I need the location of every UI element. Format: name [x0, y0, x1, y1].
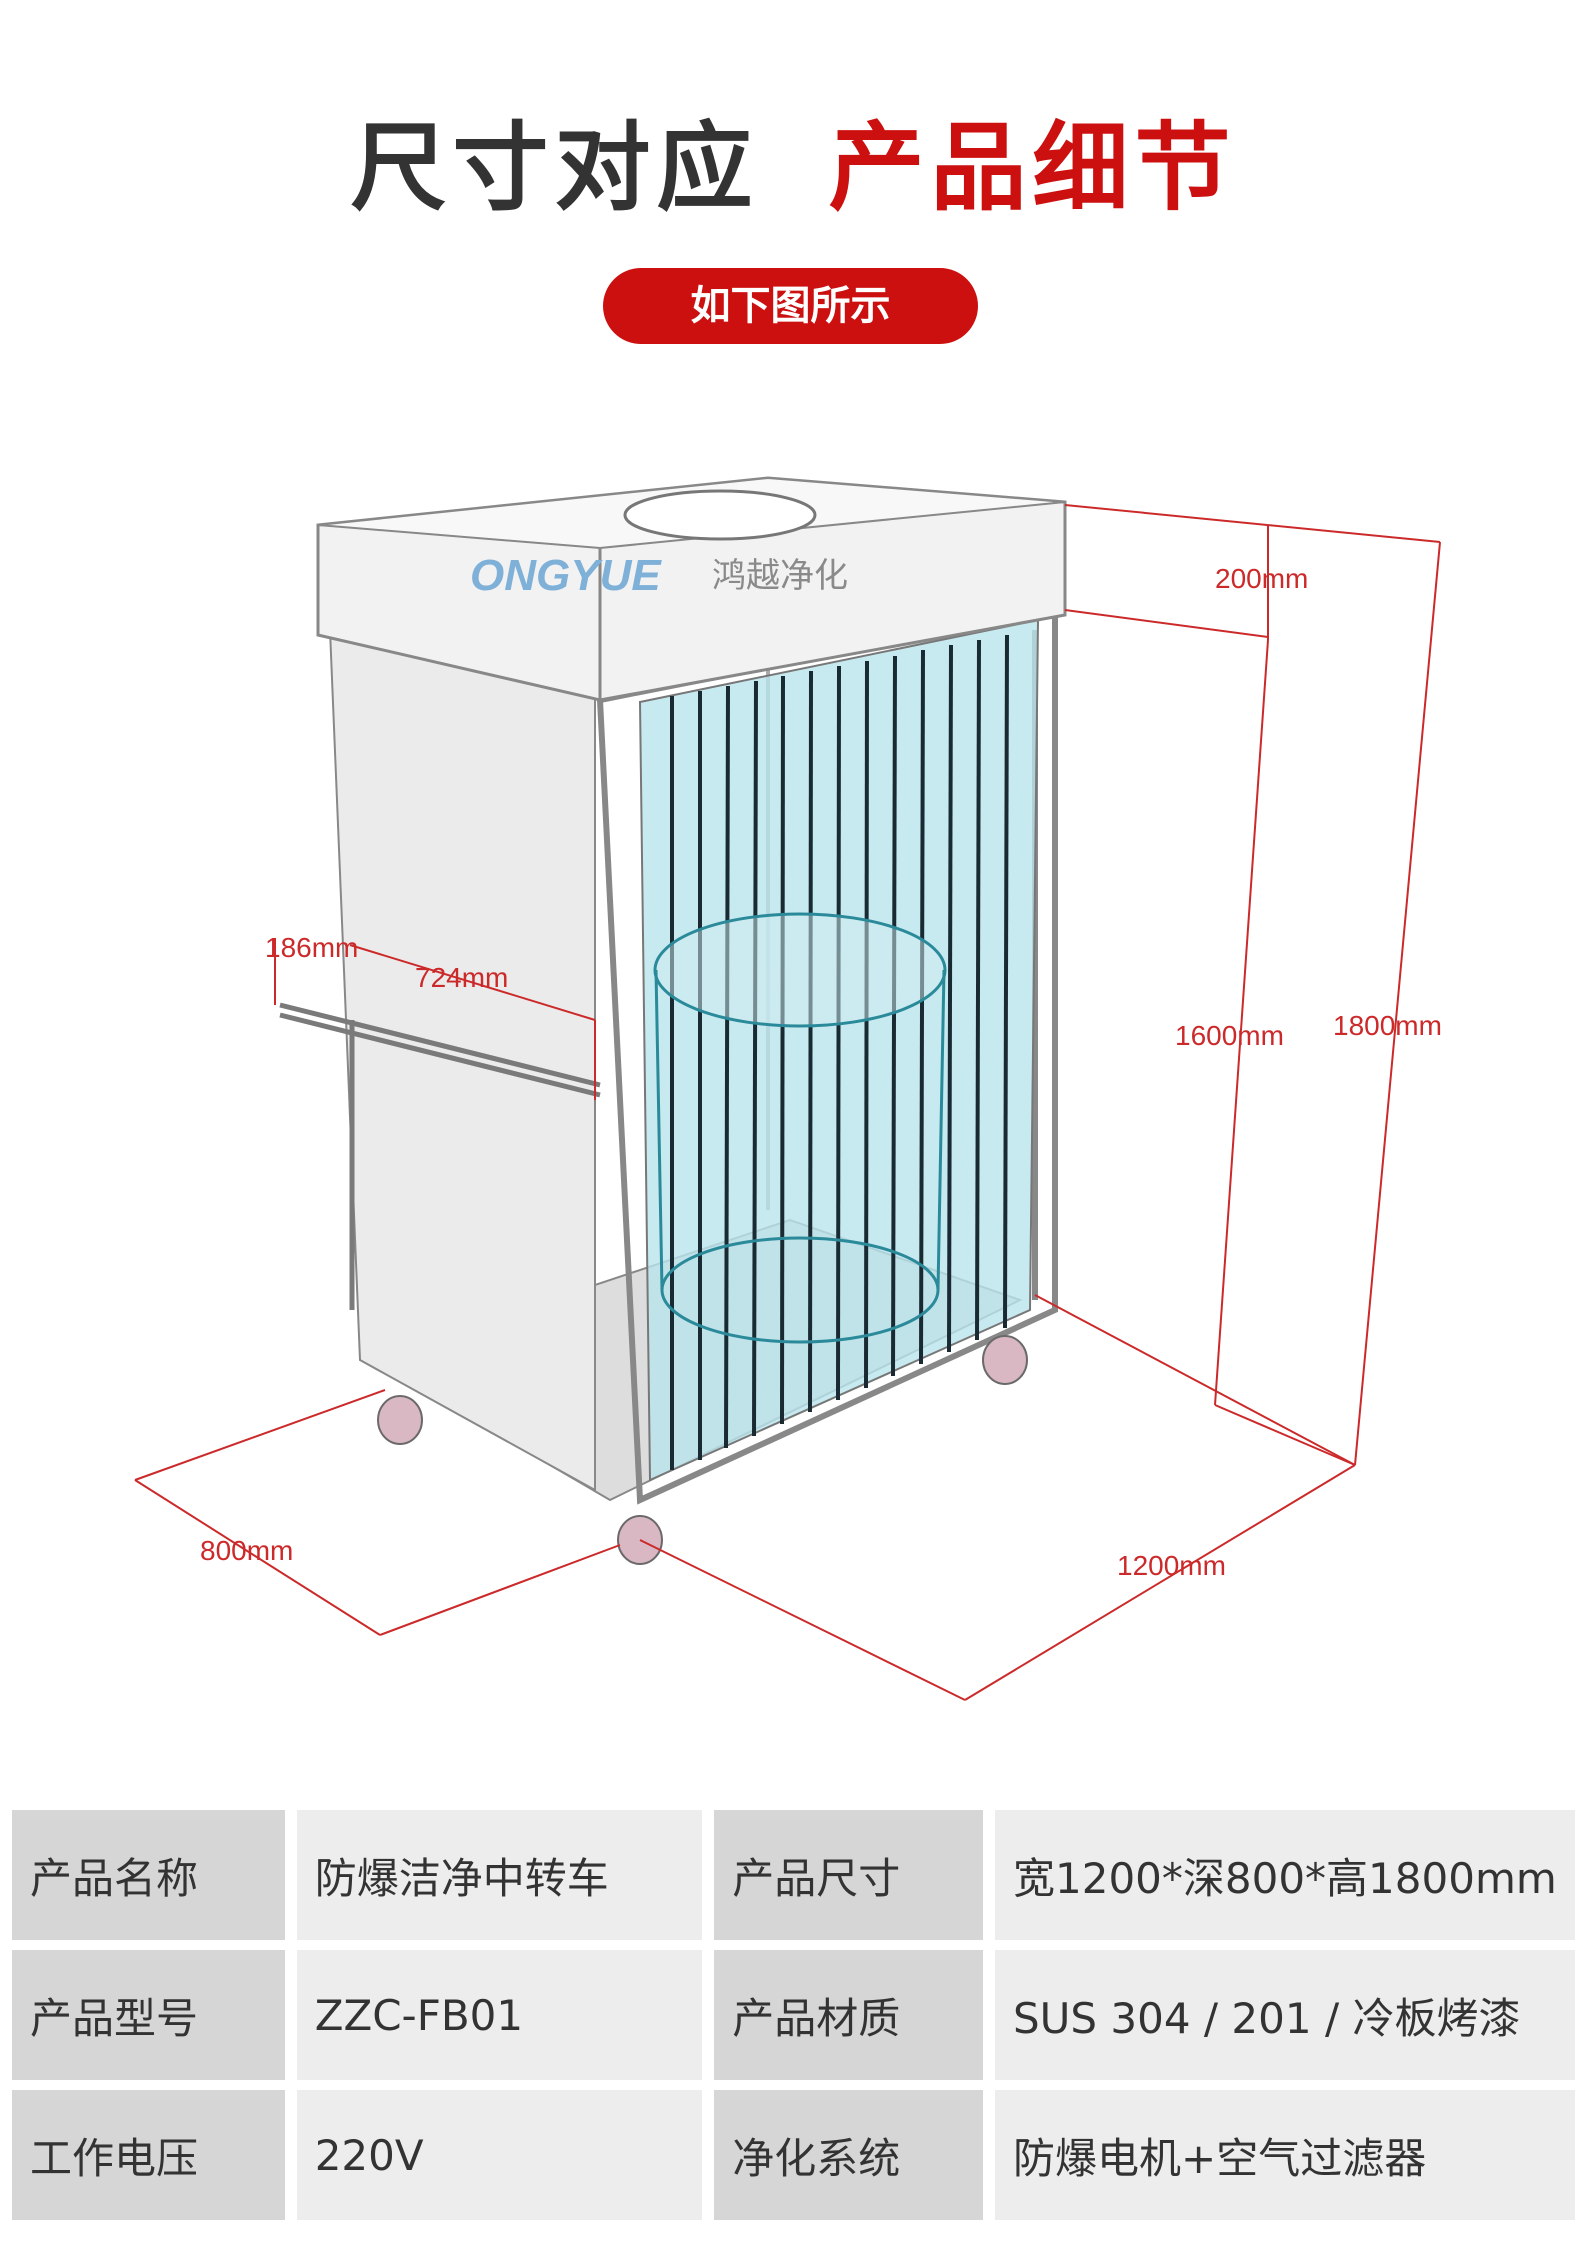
dim-top-height: 200mm — [1215, 563, 1308, 594]
brand-cn: 鸿越净化 — [712, 556, 848, 596]
dim-handle-length: 724mm — [415, 962, 508, 993]
page-heading: 尺寸对应产品细节 — [0, 90, 1587, 229]
spec-value: 防爆电机+空气过滤器 — [995, 2090, 1575, 2220]
table-row: 产品名称 防爆洁净中转车 产品尺寸 宽1200*深800*高1800mm — [12, 1810, 1575, 1940]
spec-value: 220V — [296, 2090, 703, 2220]
caption-pill: 如下图所示 — [603, 268, 978, 344]
spec-label: 产品型号 — [12, 1950, 285, 2080]
table-row: 产品型号 ZZC-FB01 产品材质 SUS 304 / 201 / 冷板烤漆 — [12, 1950, 1575, 2080]
cart-wheels — [377, 1335, 1028, 1565]
spec-value: SUS 304 / 201 / 冷板烤漆 — [995, 1950, 1575, 2080]
spec-value: 防爆洁净中转车 — [296, 1810, 703, 1940]
heading-left: 尺寸对应 — [350, 112, 759, 224]
brand-latin: ONGYUE — [470, 551, 662, 600]
dim-handle-offset: 186mm — [265, 932, 358, 963]
dim-depth: 800mm — [200, 1535, 293, 1566]
spec-label: 净化系统 — [714, 2090, 983, 2220]
spec-label: 产品材质 — [714, 1950, 983, 2080]
dim-inner-height: 1600mm — [1175, 1020, 1284, 1051]
inner-drum — [653, 912, 947, 1344]
top-vent — [623, 489, 817, 541]
spec-label: 工作电压 — [12, 2090, 285, 2220]
dim-width: 1200mm — [1117, 1550, 1226, 1581]
heading-right: 产品细节 — [828, 112, 1237, 224]
dim-total-height: 1800mm — [1333, 1010, 1442, 1041]
spec-value: ZZC-FB01 — [296, 1950, 703, 2080]
spec-label: 产品尺寸 — [714, 1810, 983, 1940]
side-handle — [279, 1002, 601, 1310]
table-row: 工作电压 220V 净化系统 防爆电机+空气过滤器 — [12, 2090, 1575, 2220]
cart-bars — [670, 634, 1009, 1470]
product-diagram: ONGYUE 鸿越净化 200mm 1600mm 1800mm 800mm 12… — [134, 476, 1442, 1701]
spec-label: 产品名称 — [12, 1810, 285, 1940]
spec-value: 宽1200*深800*高1800mm — [995, 1810, 1575, 1940]
spec-table: 产品名称 防爆洁净中转车 产品尺寸 宽1200*深800*高1800mm 产品型… — [0, 1800, 1587, 2230]
